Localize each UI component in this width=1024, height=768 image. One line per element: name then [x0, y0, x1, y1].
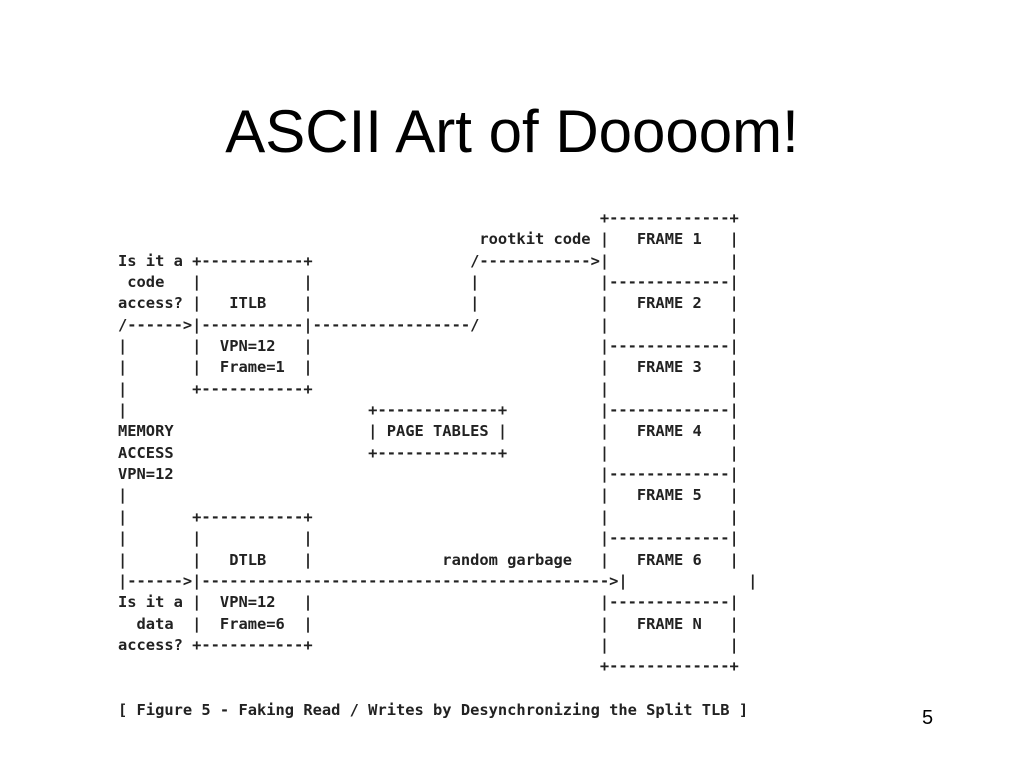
ascii-tlb-diagram: +-------------+ rootkit code | FRAME 1 |… — [118, 209, 758, 676]
slide-title: ASCII Art of Doooom! — [225, 98, 799, 165]
figure-caption: [ Figure 5 - Faking Read / Writes by Des… — [118, 701, 749, 719]
page-number: 5 — [922, 707, 934, 729]
